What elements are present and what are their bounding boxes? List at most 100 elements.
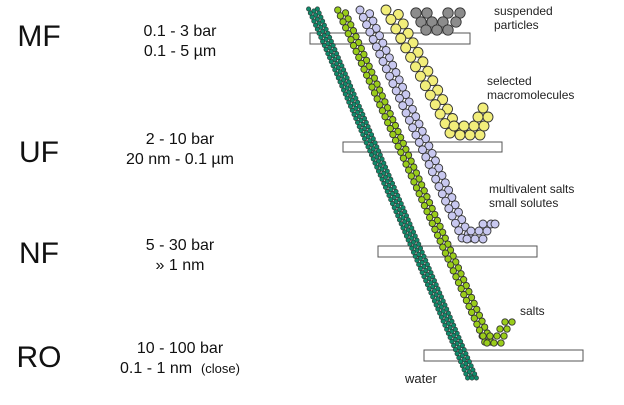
water-particle bbox=[398, 221, 404, 227]
solute-particle bbox=[362, 20, 372, 30]
water-particle bbox=[369, 152, 375, 158]
suspended-particle bbox=[442, 24, 454, 36]
solute-particle bbox=[358, 12, 368, 22]
water-particle bbox=[342, 91, 348, 97]
mf-pore-size: 0.1 - 5 µm bbox=[143, 43, 217, 60]
solute-particle bbox=[375, 49, 385, 59]
macromolecule-particle bbox=[432, 84, 444, 96]
solute-particle bbox=[431, 174, 441, 184]
water-particle bbox=[390, 180, 396, 186]
water-particle bbox=[447, 314, 453, 320]
water-particle bbox=[377, 172, 383, 178]
salt-particle bbox=[431, 225, 439, 234]
solute-particle bbox=[424, 160, 434, 169]
solute-particle bbox=[401, 108, 411, 118]
water-particle bbox=[461, 367, 467, 373]
water-particle bbox=[356, 124, 362, 130]
salt-particle bbox=[452, 273, 460, 281]
macromolecule-particle bbox=[424, 89, 436, 101]
solute-particle bbox=[411, 130, 421, 140]
water-particle bbox=[323, 47, 329, 53]
water-particle bbox=[344, 95, 350, 101]
solute-particle bbox=[444, 204, 454, 214]
salt-particle bbox=[336, 12, 345, 20]
solute-particle bbox=[466, 226, 476, 236]
solute-particle bbox=[490, 219, 500, 229]
suspended-particle bbox=[431, 24, 443, 36]
macromolecule-particle bbox=[439, 118, 451, 129]
water-particle bbox=[454, 330, 460, 336]
water-particle bbox=[421, 253, 427, 259]
macromolecule-particle bbox=[412, 46, 424, 58]
water-particle bbox=[445, 310, 451, 316]
solute-particle bbox=[381, 64, 391, 74]
salt-particle bbox=[360, 65, 368, 73]
water-particle bbox=[314, 26, 320, 32]
water-particle bbox=[409, 225, 415, 231]
salt-particle bbox=[349, 41, 358, 50]
salt-particle bbox=[497, 339, 505, 347]
salt-particle bbox=[436, 237, 444, 245]
water-particle bbox=[360, 111, 366, 117]
ro-pore-size: 0.1 - 1 nm (close) bbox=[100, 359, 260, 379]
water-particle bbox=[451, 343, 457, 349]
water-particle bbox=[337, 79, 343, 85]
water-particle bbox=[449, 339, 455, 345]
water-particle bbox=[461, 347, 467, 353]
water-particle bbox=[454, 351, 460, 357]
water-particle bbox=[321, 42, 327, 48]
water-particle bbox=[393, 188, 399, 194]
water-particle bbox=[400, 225, 406, 231]
water-particle bbox=[327, 34, 333, 40]
water-particle bbox=[470, 367, 476, 373]
water-particle bbox=[377, 152, 383, 158]
water-particle bbox=[376, 148, 382, 154]
water-particle bbox=[363, 140, 369, 146]
salt-particle bbox=[381, 113, 389, 121]
ro-retained-line1: salts bbox=[520, 304, 545, 318]
mf-params: 0.1 - 3 bar 0.1 - 5 µm bbox=[100, 22, 260, 62]
salt-particle bbox=[449, 267, 457, 275]
water-particle bbox=[449, 318, 455, 324]
water-particle bbox=[348, 83, 354, 89]
water-particle bbox=[351, 111, 357, 117]
water-particle bbox=[458, 339, 464, 345]
water-particle bbox=[384, 168, 390, 174]
water-particle bbox=[400, 205, 406, 211]
solute-particle bbox=[478, 234, 488, 244]
water-particle bbox=[341, 67, 347, 73]
salt-particle bbox=[370, 89, 379, 97]
membrane-nf bbox=[377, 245, 538, 258]
water-particle bbox=[435, 286, 441, 292]
salt-particle bbox=[462, 296, 471, 305]
salt-particle bbox=[493, 332, 501, 340]
water-particle bbox=[447, 334, 453, 340]
salt-particle bbox=[503, 325, 511, 333]
water-particle bbox=[334, 71, 340, 77]
water-particle bbox=[445, 330, 451, 336]
macromolecule-particle bbox=[380, 4, 392, 16]
water-particle bbox=[349, 87, 355, 93]
water-particle bbox=[323, 26, 329, 32]
water-particle bbox=[472, 371, 478, 377]
water-particle bbox=[433, 302, 439, 308]
mf-pressure: 0.1 - 3 bar bbox=[143, 23, 217, 40]
salt-particle bbox=[468, 308, 476, 317]
water-particle bbox=[360, 132, 366, 138]
nf-pore-size: » 1 nm bbox=[155, 257, 205, 274]
macromolecule-particle bbox=[397, 18, 409, 30]
salt-particle bbox=[415, 190, 423, 198]
water-particle bbox=[473, 375, 479, 381]
solute-particle bbox=[482, 226, 492, 236]
macromolecule-particle bbox=[390, 23, 402, 35]
solute-particle bbox=[391, 86, 401, 96]
salt-particle bbox=[402, 160, 410, 168]
process-nf-label: NF bbox=[19, 237, 59, 270]
suspended-particle bbox=[421, 7, 433, 19]
solute-particle bbox=[441, 196, 450, 206]
water-particle bbox=[341, 87, 347, 93]
uf-pressure: 2 - 10 bar bbox=[145, 131, 215, 148]
water-particle bbox=[438, 294, 444, 300]
water-particle bbox=[395, 193, 401, 199]
water-particle bbox=[421, 274, 427, 280]
